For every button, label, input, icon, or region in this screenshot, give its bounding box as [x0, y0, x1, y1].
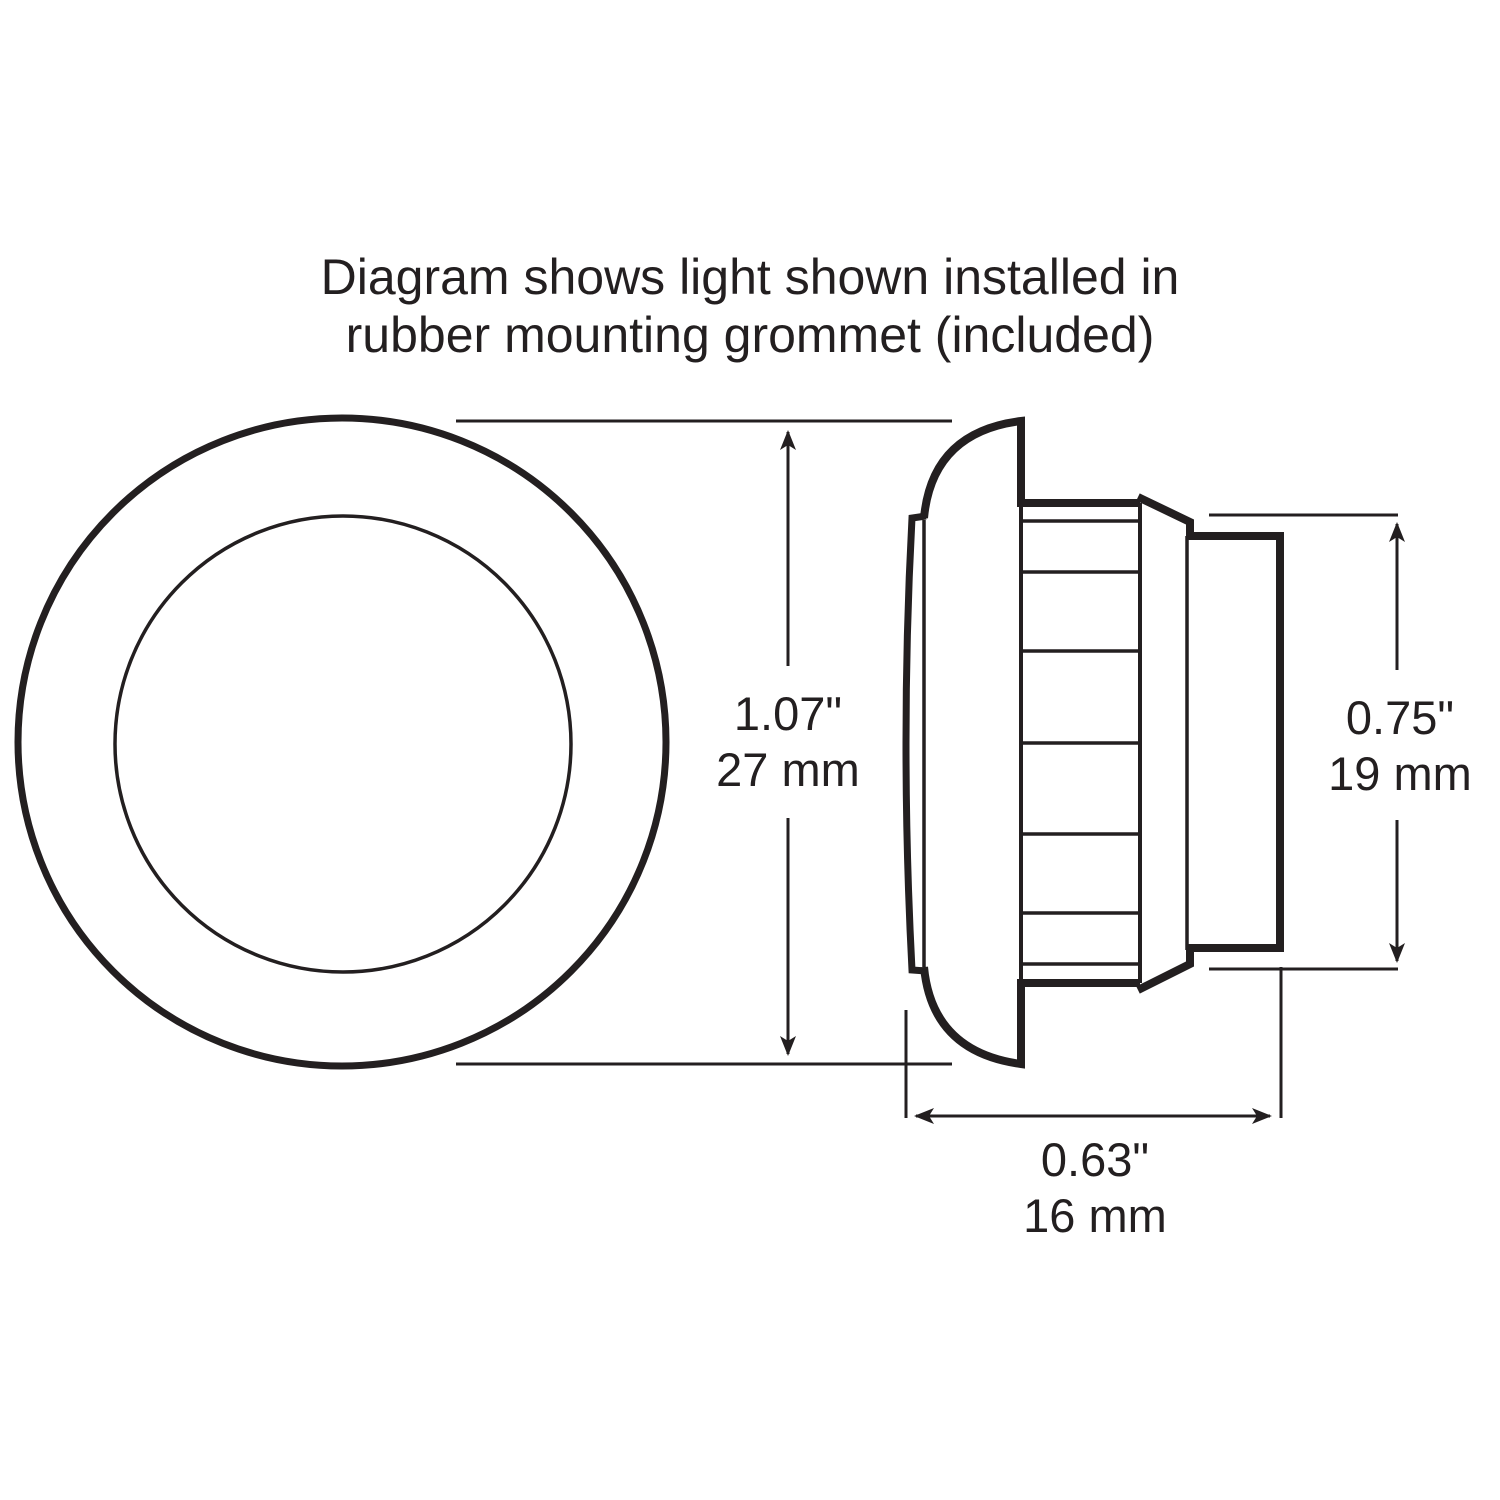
tapered-shoulder-bottom: [1136, 950, 1194, 994]
body-ribs: [1021, 519, 1140, 966]
caption-line-2: rubber mounting grommet (included): [345, 307, 1155, 363]
depth-dimension: [904, 967, 1283, 1124]
overall-diameter-label: 1.07" 27 mm: [690, 686, 886, 798]
side-view: [902, 416, 1284, 1069]
lens-circle: [113, 514, 573, 974]
depth-mm: 16 mm: [1023, 1189, 1167, 1242]
grommet-diameter-dimension: [1209, 513, 1405, 971]
front-view: [14, 414, 670, 1070]
tapered-shoulder-top: [1136, 493, 1194, 536]
rear-housing: [1187, 532, 1284, 952]
grommet-diameter-label: 0.75" 19 mm: [1308, 690, 1492, 802]
grommet-flange-bottom: [920, 966, 1140, 1069]
caption-line-1: Diagram shows light shown installed in: [320, 249, 1180, 305]
lens-face: [902, 512, 927, 975]
overall-diameter-mm: 27 mm: [716, 743, 860, 796]
overall-diameter-dimension: [456, 419, 952, 1066]
diagram-caption: Diagram shows light shown installed in r…: [0, 248, 1500, 364]
grommet-diameter-inches: 0.75": [1345, 691, 1455, 744]
depth-inches: 0.63": [1040, 1133, 1150, 1186]
grommet-flange: [920, 416, 1140, 519]
outer-bezel-circle: [14, 414, 670, 1070]
depth-label: 0.63" 16 mm: [990, 1132, 1200, 1244]
overall-diameter-inches: 1.07": [733, 687, 843, 740]
grommet-diameter-mm: 19 mm: [1328, 747, 1472, 800]
